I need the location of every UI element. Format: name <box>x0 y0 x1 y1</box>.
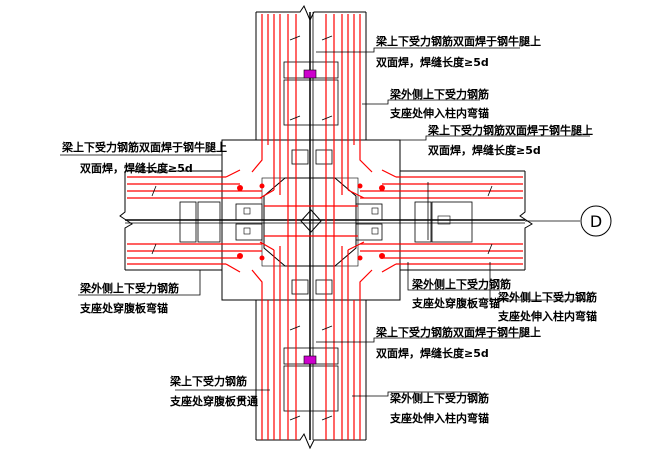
bottom-through-note-line2: 支座处穿腹板贯通 <box>169 394 258 408</box>
bottom-bend-note-line2: 支座处伸入柱内弯锚 <box>389 411 489 425</box>
vertical-beam <box>255 4 367 450</box>
left-weld-note-line2: 双面焊，焊缝长度≥5d <box>80 161 193 175</box>
top-weld-note-line2: 双面焊，焊缝长度≥5d <box>376 55 489 69</box>
top-weld-note-line1: 梁上下受力钢筋双面焊于钢牛腿上 <box>375 34 541 48</box>
horizontal-rebar <box>127 169 523 273</box>
bottom-bend-note-line1: 梁外侧上下受力钢筋 <box>389 391 489 405</box>
leader-lines <box>60 47 590 397</box>
bolt-marks <box>243 69 451 365</box>
left-web-note-line2: 支座处穿腹板弯锚 <box>79 301 168 315</box>
bottom-weld-note-line1: 梁上下受力钢筋双面焊于钢牛腿上 <box>375 325 541 339</box>
bottom-weld-note-line2: 双面焊，焊缝长度≥5d <box>376 346 489 360</box>
right-bend-note-line2: 支座处伸入柱内弯锚 <box>497 309 597 323</box>
top-bend-note-line2: 支座处伸入柱内弯锚 <box>389 106 489 120</box>
left-weld-note-line1: 梁上下受力钢筋双面焊于钢牛腿上 <box>61 140 227 154</box>
axis-label: D <box>590 212 602 231</box>
vertical-rebar <box>251 14 373 440</box>
stirrup-ticks <box>151 35 493 421</box>
left-web-note-line1: 梁外侧上下受力钢筋 <box>79 281 179 295</box>
mid-web-note-line1: 梁外侧上下受力钢筋 <box>411 277 511 291</box>
annotations: 梁上下受力钢筋双面焊于钢牛腿上 双面焊，焊缝长度≥5d 梁外侧上下受力钢筋 支座… <box>61 34 597 425</box>
top-bend-note-line1: 梁外侧上下受力钢筋 <box>389 87 489 101</box>
right-weld-note-line1: 梁上下受力钢筋双面焊于钢牛腿上 <box>427 123 593 137</box>
rebar-end-dots <box>237 183 385 261</box>
axis-bubble: D <box>580 205 612 237</box>
right-bend-note-line1: 梁外侧上下受力钢筋 <box>497 290 597 304</box>
mid-web-note-line2: 支座处穿腹板弯锚 <box>411 296 500 310</box>
bottom-through-note-line1: 梁上下受力钢筋 <box>169 374 247 388</box>
horizontal-beam <box>119 170 533 271</box>
right-weld-note-line2: 双面焊，焊缝长度≥5d <box>428 143 541 157</box>
